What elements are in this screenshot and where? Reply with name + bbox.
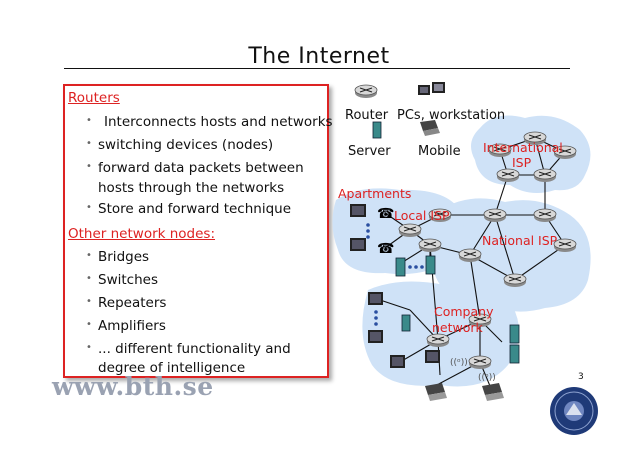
title-underline — [64, 68, 570, 69]
router-icon — [533, 168, 557, 183]
wireless-icon: ((ᵒ)) — [478, 373, 496, 383]
node-item-switches: Switches — [98, 272, 158, 288]
legend-workstation-icon — [432, 82, 445, 93]
routers-heading: Routers — [68, 90, 120, 106]
router-icon — [533, 208, 557, 223]
node-item-bridges: Bridges — [98, 249, 150, 265]
router-icon — [496, 168, 520, 183]
routers-text-box — [63, 84, 329, 378]
apartment-pc-icon — [350, 238, 366, 251]
bullet-dot: • — [86, 138, 92, 149]
router-item-4: Store and forward technique — [98, 201, 292, 217]
router-item-1: Interconnects hosts and networks — [104, 114, 333, 130]
router-item-3: forward data packets between — [98, 160, 304, 176]
router-item-2: switching devices (nodes) — [98, 137, 274, 153]
router-icon — [553, 238, 577, 253]
bullet-dot: • — [86, 342, 92, 353]
slide-title: The Internet — [248, 44, 390, 69]
bth-seal-logo — [550, 387, 598, 435]
router-icon — [458, 248, 482, 263]
legend-router-label: Router — [345, 108, 389, 123]
footer-url: www.bth.se — [52, 372, 214, 401]
apartments-label: Apartments — [338, 186, 412, 201]
mobile-icon — [425, 383, 447, 401]
international-isp-label: International — [483, 140, 563, 155]
page-number: 3 — [578, 372, 584, 382]
company-network-label: Company — [434, 304, 494, 319]
server-icon — [509, 324, 520, 344]
company-pc-icon — [368, 330, 383, 343]
router-icon — [468, 355, 492, 370]
legend-server-icon — [372, 121, 382, 139]
company-network-label-2: network — [432, 320, 483, 335]
phone-icon: ☎ — [377, 241, 394, 257]
router-icon — [418, 238, 442, 253]
router-icon — [398, 223, 422, 238]
bullet-dot: • — [86, 161, 92, 172]
legend-pcs-label: PCs, workstation — [397, 108, 506, 123]
legend-router-icon — [354, 84, 378, 99]
router-icon — [426, 333, 450, 348]
ellipsis-dots — [408, 265, 424, 269]
mobile-icon — [482, 383, 504, 401]
legend-mobile-icon — [420, 120, 440, 136]
ellipsis-dots — [366, 223, 370, 239]
node-item-functionality-cont: degree of intelligence — [98, 360, 246, 376]
server-icon — [401, 314, 411, 332]
server-icon — [425, 255, 436, 275]
router-item-3-cont: hosts through the networks — [98, 180, 285, 196]
bullet-dot: • — [86, 319, 92, 330]
bullet-dot: • — [86, 202, 92, 213]
other-nodes-heading: Other network nodes: — [68, 226, 216, 242]
node-item-amplifiers: Amplifiers — [98, 318, 166, 334]
router-icon — [503, 273, 527, 288]
phone-icon: ☎ — [377, 206, 394, 222]
legend-server-label: Server — [348, 144, 391, 159]
legend-mobile-label: Mobile — [418, 144, 461, 159]
international-isp-label-2: ISP — [512, 155, 532, 170]
company-pc-icon — [390, 355, 405, 368]
node-item-repeaters: Repeaters — [98, 295, 167, 311]
national-isp-label: National ISP — [482, 233, 558, 248]
local-isp-label: Local ISP — [394, 208, 450, 223]
company-pc-icon — [368, 292, 383, 305]
server-icon — [509, 344, 520, 364]
national-isp-cloud — [429, 198, 591, 312]
bullet-dot: • — [86, 296, 92, 307]
ellipsis-dots — [374, 310, 378, 326]
apartment-pc-icon — [350, 204, 366, 217]
server-icon — [395, 257, 406, 277]
company-pc-icon — [425, 350, 440, 363]
bullet-dot: • — [86, 250, 92, 261]
internet-network-diagram: ☎ ☎ ((ᵒ)) ((ᵒ)) — [332, 82, 591, 401]
bullet-dot: • — [86, 115, 92, 126]
router-icon — [483, 208, 507, 223]
legend-pc-icon — [418, 85, 430, 95]
bullet-dot: • — [86, 273, 92, 284]
node-item-functionality: ... different functionality and — [98, 341, 291, 357]
wireless-icon: ((ᵒ)) — [450, 358, 468, 368]
